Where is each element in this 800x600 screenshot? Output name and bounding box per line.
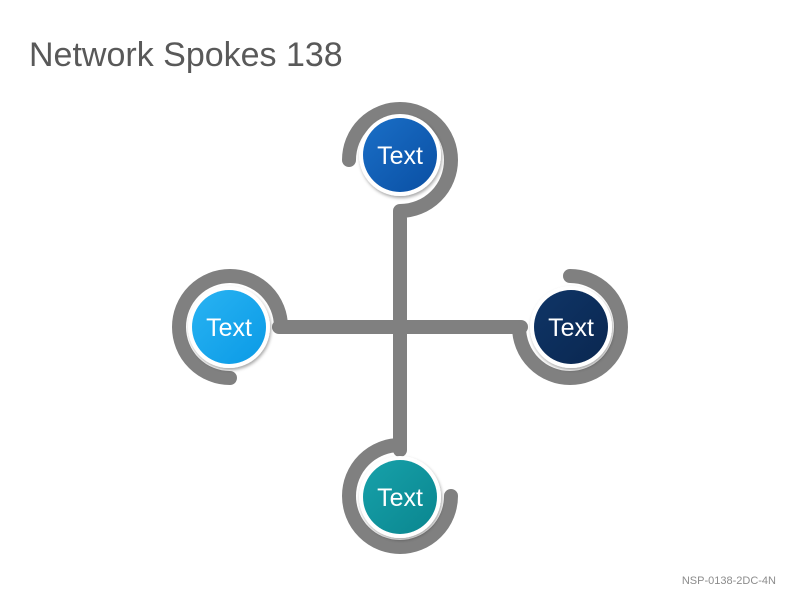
bottom-spoke bbox=[342, 303, 458, 554]
footer-code: NSP-0138-2DC-4N bbox=[681, 575, 776, 587]
left-arc bbox=[172, 269, 288, 385]
right-arc bbox=[512, 269, 628, 385]
node-right[interactable]: Text bbox=[530, 286, 612, 368]
node-left[interactable]: Text bbox=[188, 286, 270, 368]
node-right-label: Text bbox=[548, 314, 594, 342]
node-top-circle bbox=[363, 118, 437, 192]
top-spoke bbox=[342, 102, 458, 457]
node-left-circle bbox=[192, 290, 266, 364]
node-bottom-circle bbox=[363, 460, 437, 534]
node-top[interactable]: Text bbox=[359, 114, 441, 196]
node-left-label: Text bbox=[206, 314, 252, 342]
node-top-label: Text bbox=[377, 142, 423, 170]
connectors bbox=[172, 102, 628, 554]
page-title: Network Spokes 138 bbox=[29, 36, 343, 74]
node-bottom[interactable]: Text bbox=[359, 456, 441, 538]
node-right-circle bbox=[534, 290, 608, 364]
node-bottom-label: Text bbox=[377, 484, 423, 512]
